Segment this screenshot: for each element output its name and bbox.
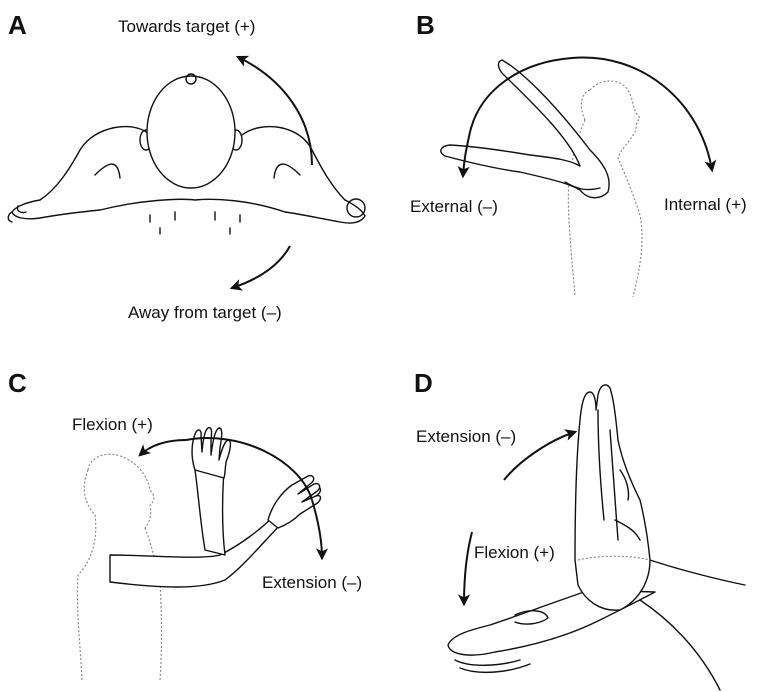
panel-b-arm: [441, 60, 609, 198]
panel-d-label-flexion: Flexion (+): [474, 543, 555, 562]
panel-c-arrow-flexion: [140, 440, 186, 455]
panel-a-head: [147, 76, 235, 188]
panel-a-letter: A: [8, 10, 27, 40]
panel-d-arrow-flexion: [464, 532, 472, 604]
panel-c-letter: C: [8, 368, 27, 398]
panel-c-arrow-extension: [312, 500, 322, 558]
panel-b-label-external: External (–): [410, 197, 498, 216]
panel-b-letter: B: [416, 10, 435, 40]
panel-d: D Extension (–) Flexion (+): [414, 368, 745, 690]
panel-c-arm: [110, 428, 321, 587]
panel-d-letter: D: [414, 368, 433, 398]
panel-b: B External (–) Internal (+): [410, 10, 747, 297]
panel-b-label-internal: Internal (+): [664, 195, 747, 214]
panel-a: A Towards target (+) Away from target (–…: [8, 10, 365, 322]
panel-a-arrow-towards: [238, 57, 312, 165]
panel-c-label-flexion: Flexion (+): [72, 415, 153, 434]
panel-c-label-extension: Extension (–): [262, 573, 362, 592]
panel-d-label-extension: Extension (–): [416, 427, 516, 446]
panel-d-hand-extended: [575, 385, 745, 690]
panel-a-arrow-away: [232, 246, 290, 288]
panel-a-label-away: Away from target (–): [128, 303, 282, 322]
panel-c: C Flexion (+) Extension (–): [8, 368, 362, 680]
panel-a-label-towards: Towards target (+): [118, 17, 255, 36]
